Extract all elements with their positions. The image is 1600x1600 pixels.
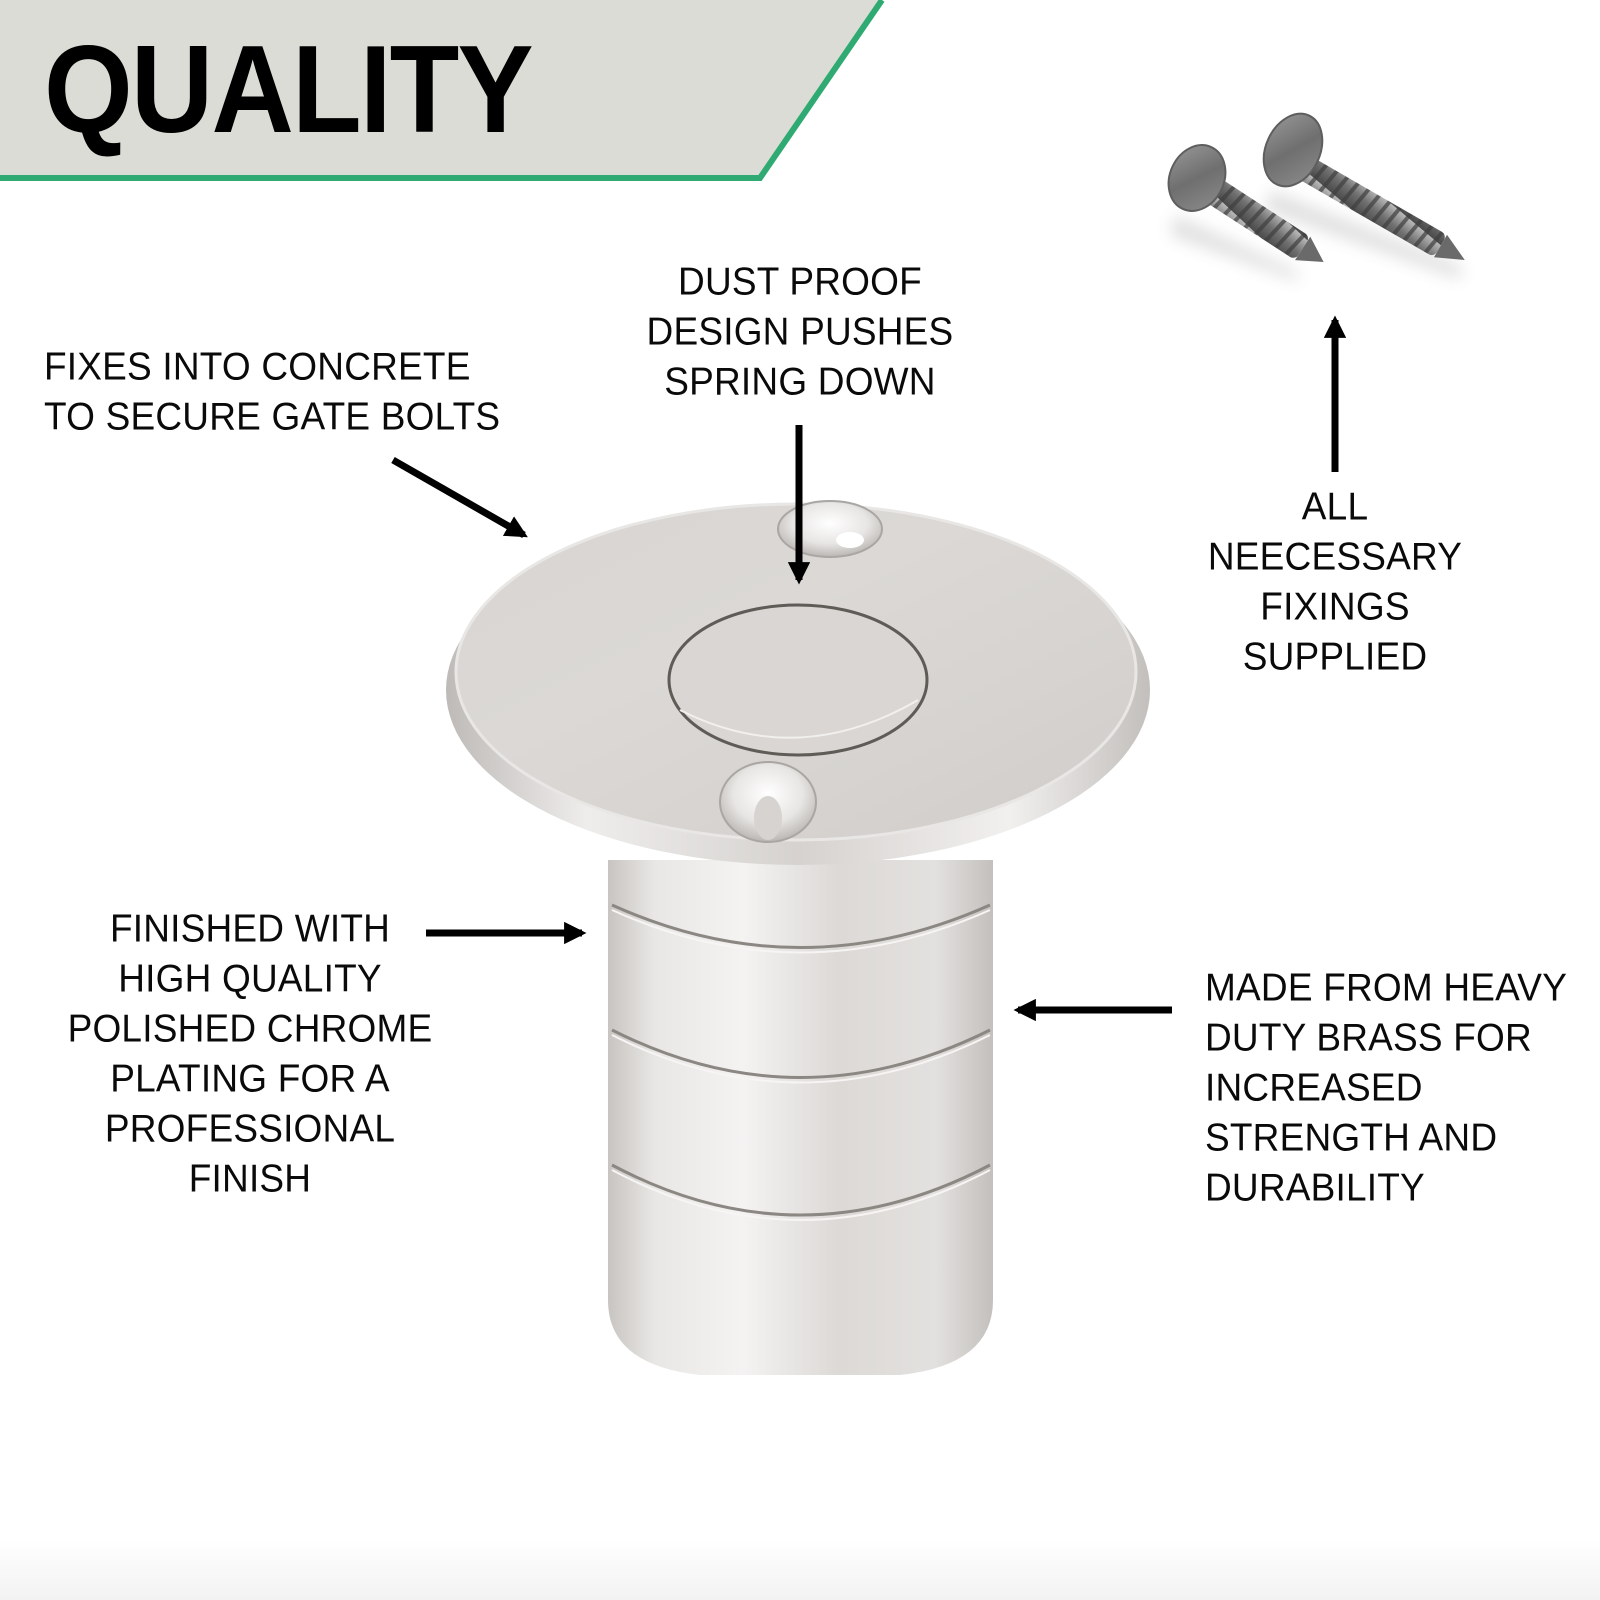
arrow-down-right-icon xyxy=(391,456,528,539)
callout-fixings: ALL NEECESSARY FIXINGS SUPPLIED xyxy=(1207,485,1463,678)
page-title: QUALITY xyxy=(44,21,534,159)
screw-left xyxy=(1167,144,1324,262)
cylinder-body xyxy=(608,860,993,1375)
callout-finish: FINISHED WITH HIGH QUALITY POLISHED CHRO… xyxy=(67,907,433,1200)
callout-dust-proof: DUST PROOF DESIGN PUSHES SPRING DOWN xyxy=(646,260,954,403)
bottom-shadow xyxy=(0,1540,1600,1600)
callout-brass: MADE FROM HEAVY DUTY BRASS FOR INCREASED… xyxy=(1205,966,1568,1209)
screw-hole-top xyxy=(777,500,883,558)
screw-hole-bottom xyxy=(719,761,817,843)
callout-concrete: FIXES INTO CONCRETE TO SECURE GATE BOLTS xyxy=(44,345,501,438)
screw-right xyxy=(1262,112,1465,260)
dust-cap xyxy=(667,603,929,757)
